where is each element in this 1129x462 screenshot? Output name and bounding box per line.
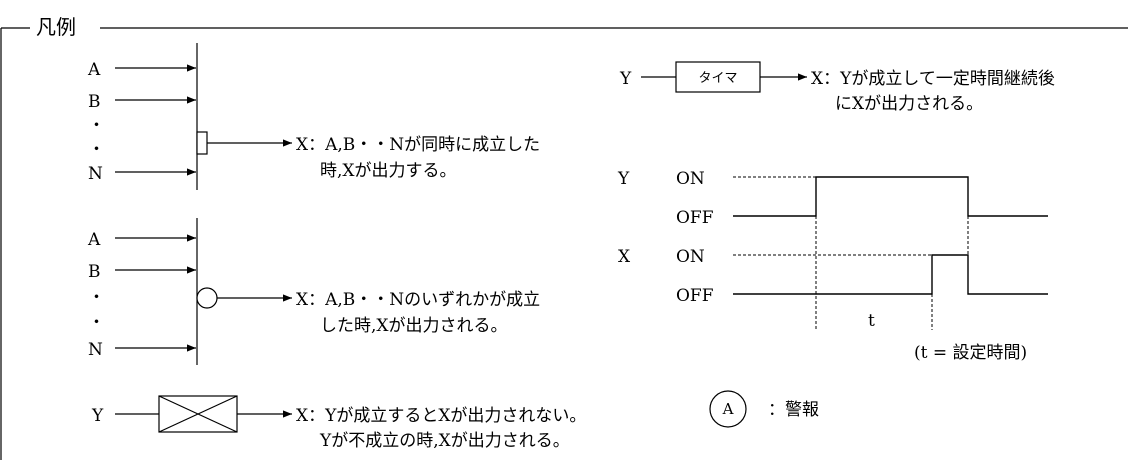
alarm-circle-icon [709,390,747,428]
or-input-a: A [87,230,101,250]
and-input-b: B [88,92,101,112]
timing-x-off-label: OFF [676,286,714,306]
alarm-label: ：警報 [768,400,819,420]
or-input-n: N [88,340,103,360]
or-description-line-2: した時,Xが出力される。 [320,316,508,336]
timer-box-label: タイマ [698,71,737,86]
or-input-dot-1: ・ [88,288,105,308]
or-input-b: B [88,262,101,282]
timer-description-line-2: にXが出力される。 [835,94,983,114]
timing-y-off-label: OFF [676,208,714,228]
timing-t-label: t [868,311,875,331]
not-input-y: Y [91,406,104,426]
y-waveform [733,176,1048,217]
legend-frame [0,27,1128,460]
timing-y-on-label: ON [676,169,705,189]
timer-description-line-1: X：Yが成立して一定時間継続後 [811,69,1055,89]
timing-x-on-label: ON [676,247,705,267]
timing-guides [733,176,969,330]
or-gate-symbol [115,218,292,365]
timing-signal-x: X [618,247,631,267]
not-description-line-1: X：Yが成立するとXが出力されない。 [296,406,586,426]
timing-signal-y: Y [617,169,630,189]
x-waveform [733,254,1048,295]
not-description-line-2: Yが不成立の時,Xが出力される。 [319,431,570,451]
timing-note: (t = 設定時間) [914,343,1027,363]
timer-symbol [641,61,807,93]
and-input-dot-1: ・ [88,116,105,136]
or-description-line-1: X：A,B・・Nのいずれかが成立 [296,290,540,310]
not-gate-symbol [115,395,292,433]
and-gate-symbol [115,43,292,190]
and-input-a: A [87,60,101,80]
timing-chart [733,176,1048,330]
and-input-dot-2: ・ [88,140,105,160]
legend-title: 凡例 [36,15,76,39]
and-description-line-2: 時,Xが出力する。 [320,161,457,181]
or-input-dot-2: ・ [88,313,105,333]
alarm-symbol-letter: A [722,400,734,418]
timer-input-y: Y [619,69,632,89]
and-description-line-1: X：A,B・・Nが同時に成立した [296,135,540,155]
and-input-n: N [88,164,103,184]
